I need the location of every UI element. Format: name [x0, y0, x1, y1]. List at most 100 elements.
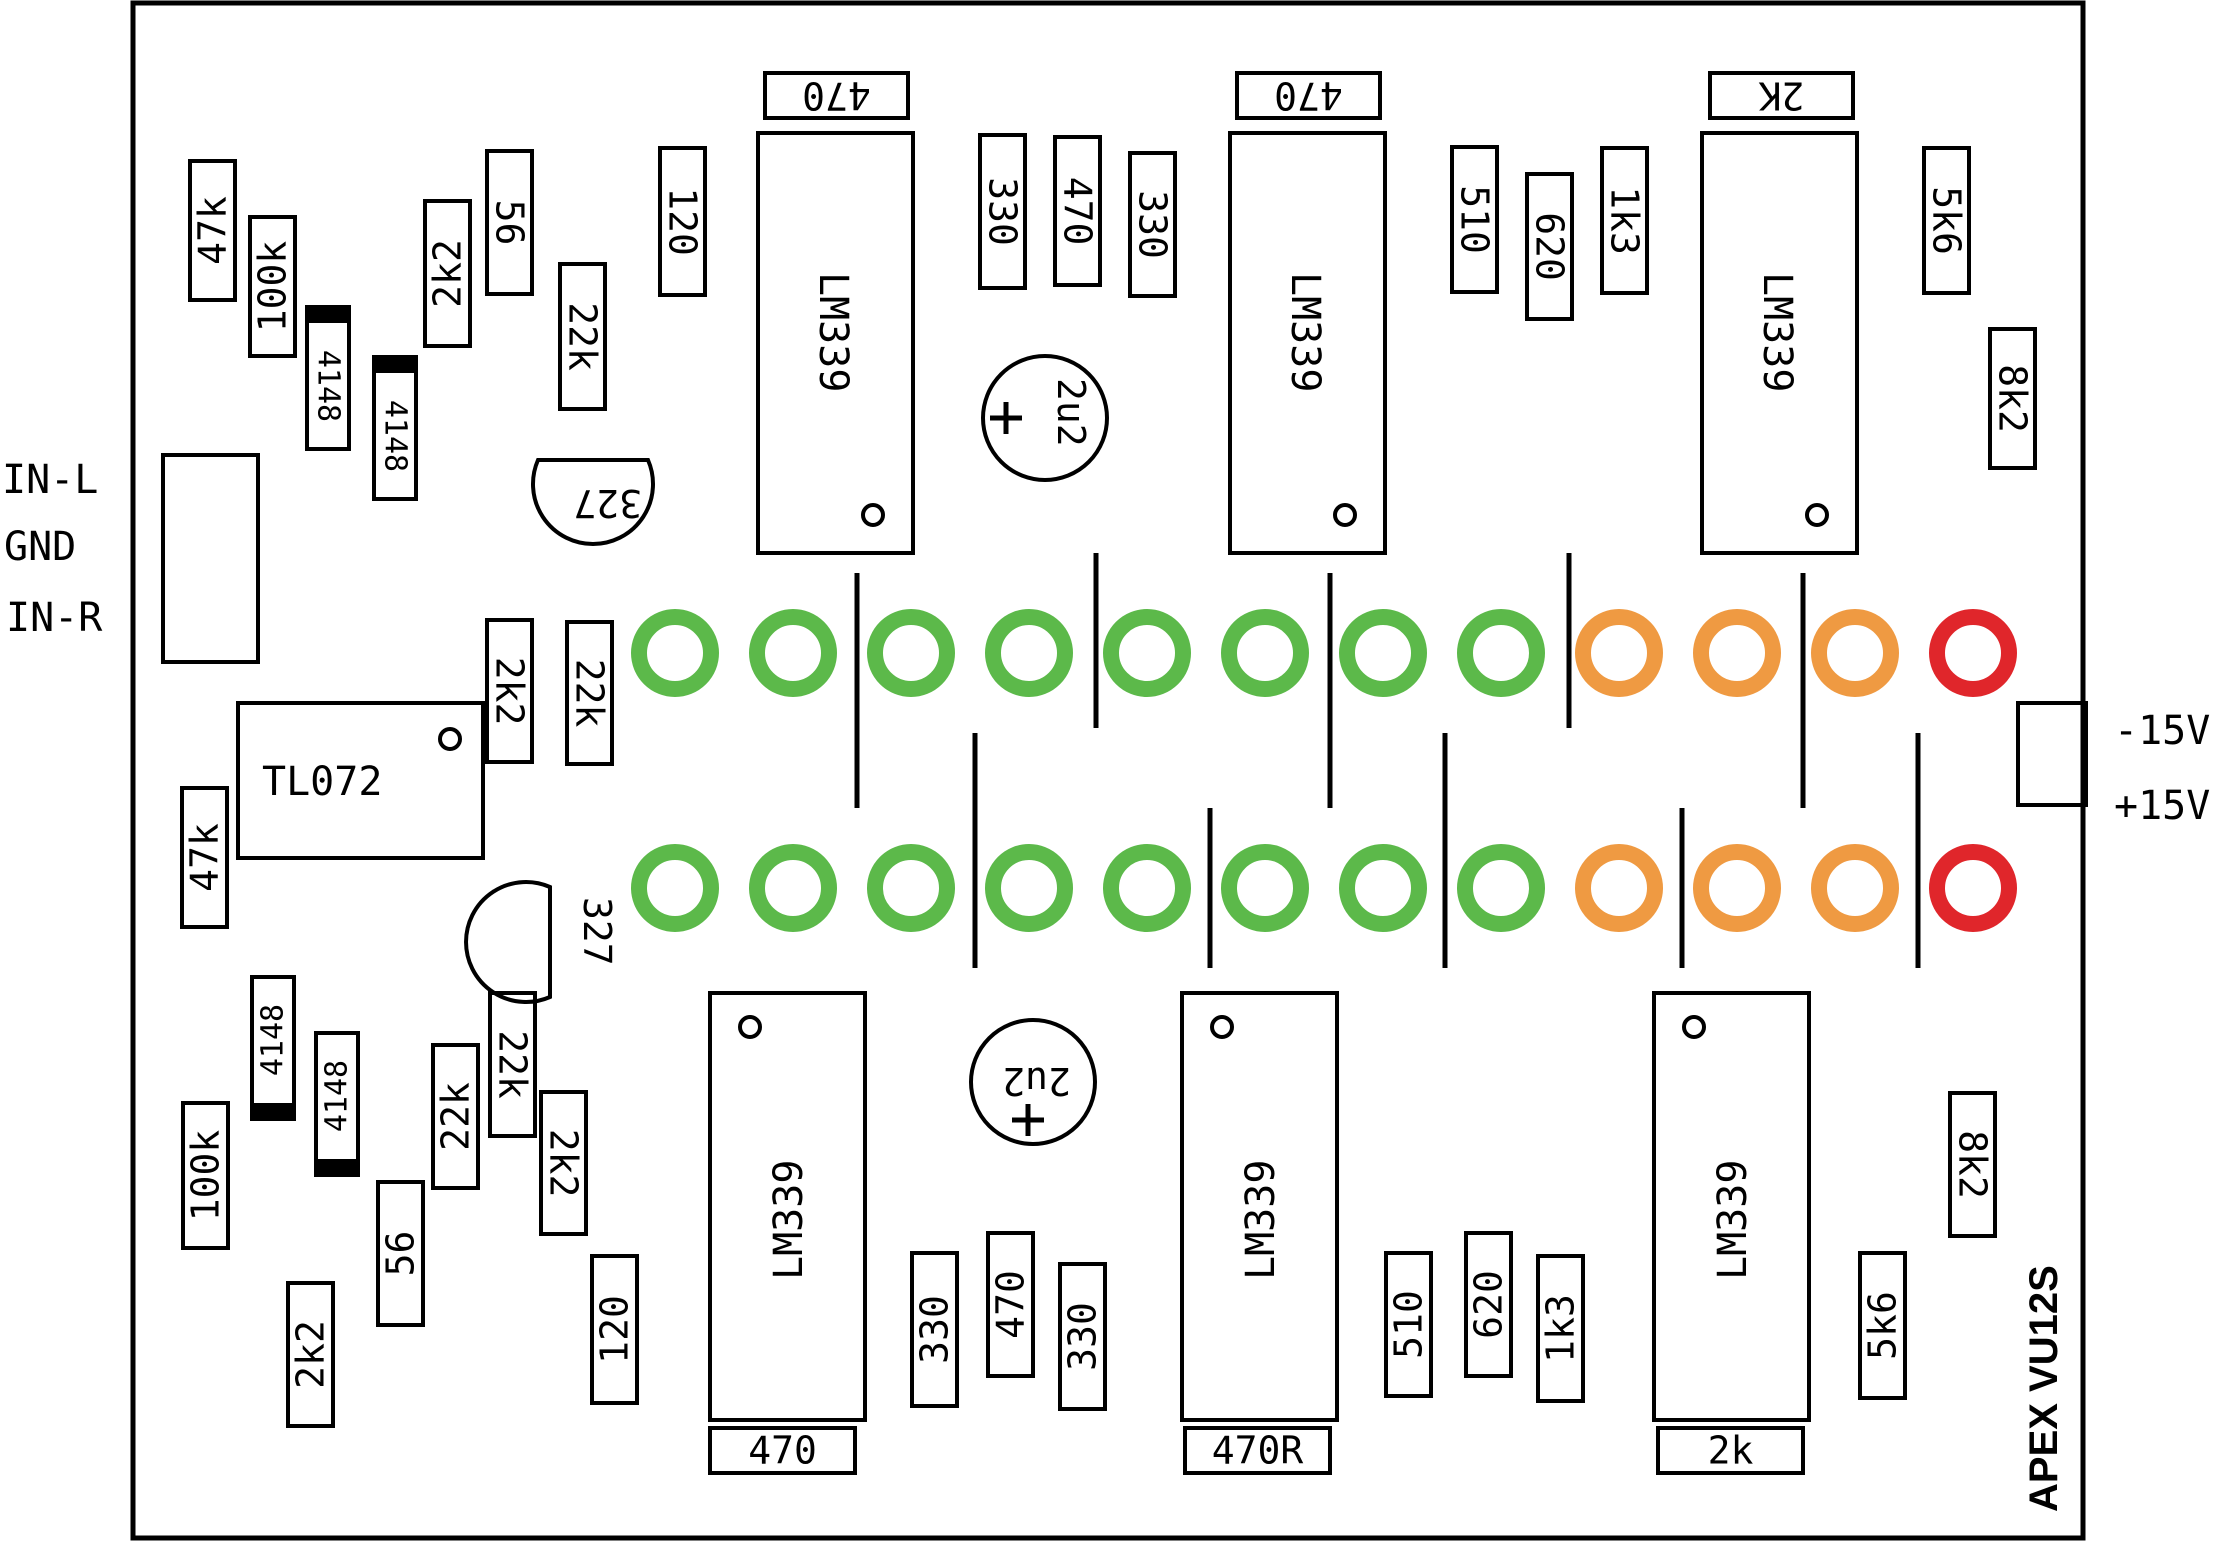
resistor: 56 — [376, 1180, 425, 1327]
resistor: 470R — [1183, 1426, 1332, 1475]
resistor: 22k — [488, 991, 537, 1138]
resistor-value: 8k2 — [1991, 364, 2035, 433]
led-orange — [1693, 844, 1781, 932]
resistor: 330 — [978, 133, 1027, 290]
led-orange — [1811, 609, 1899, 697]
resistor: 22k — [558, 262, 607, 411]
resistor-value: 2k2 — [426, 239, 470, 308]
led-orange — [1693, 609, 1781, 697]
resistor: 100k — [248, 215, 297, 358]
resistor-value: 330 — [1131, 190, 1175, 259]
diode: 4148 — [372, 355, 418, 501]
resistor-value: 22k — [434, 1082, 478, 1151]
capacitor-label: 2u2 — [1002, 1059, 1071, 1103]
label-gnd: GND — [4, 524, 76, 570]
resistor: 5k6 — [1858, 1251, 1907, 1400]
comparator-chip-bottom-1: LM339 — [708, 991, 867, 1422]
resistor-value: 330 — [1061, 1302, 1105, 1371]
led-green — [985, 609, 1073, 697]
resistor: 510 — [1450, 145, 1499, 294]
comparator-label: LM339 — [1710, 1160, 1756, 1280]
comparator-chip-top-1: LM339 — [756, 131, 915, 555]
led-green — [1103, 844, 1191, 932]
led-row-top — [631, 609, 2017, 697]
led-green — [1339, 609, 1427, 697]
comparator-chip-bottom-2: LM339 — [1180, 991, 1339, 1422]
resistor: 470 — [1235, 71, 1382, 120]
resistor: 510 — [1384, 1251, 1433, 1398]
input-connector — [161, 453, 260, 664]
capacitor-label: 2u2 — [1049, 378, 1093, 447]
resistor: 22k — [565, 620, 614, 766]
led-green — [631, 609, 719, 697]
resistor-value: 22k — [561, 302, 605, 371]
resistor: 47k — [188, 159, 237, 302]
resistor: 330 — [1128, 151, 1177, 298]
led-separators-top — [854, 553, 1806, 808]
diode: 4148 — [314, 1031, 360, 1177]
resistor: 100k — [181, 1101, 230, 1250]
led-separators-bottom — [972, 733, 1921, 968]
led-green — [867, 609, 955, 697]
resistor-value: 8k2 — [1951, 1130, 1995, 1199]
led-green — [985, 844, 1073, 932]
transistor-top: 327 — [531, 458, 655, 546]
resistor-value: 470 — [802, 74, 871, 118]
comparator-label: LM339 — [1282, 272, 1328, 392]
diode: 4148 — [250, 975, 296, 1121]
resistor-value: 120 — [661, 187, 705, 256]
resistor-value: 330 — [981, 177, 1025, 246]
diode-label: 4148 — [256, 1004, 291, 1076]
resistor: 470 — [708, 1426, 857, 1475]
resistor-value: 2k — [1708, 1429, 1754, 1473]
resistor: 8k2 — [1988, 327, 2037, 470]
resistor-value: 620 — [1467, 1270, 1511, 1339]
led-green — [1221, 609, 1309, 697]
resistor-value: 620 — [1528, 212, 1572, 281]
led-green — [1221, 844, 1309, 932]
resistor-value: 56 — [488, 200, 532, 246]
diode-label: 4148 — [320, 1060, 355, 1132]
resistor: 330 — [1058, 1262, 1107, 1411]
label-minus-15v: -15V — [2114, 708, 2210, 754]
resistor-value: 470 — [989, 1270, 1033, 1339]
resistor-value: 2K — [1759, 74, 1805, 118]
resistor-value: 470 — [748, 1429, 817, 1473]
comparator-label: LM339 — [766, 1160, 812, 1280]
resistor: 470 — [763, 71, 910, 120]
resistor: 120 — [658, 146, 707, 297]
resistor-value: 22k — [491, 1030, 535, 1099]
resistors: 470 470 2K 120 330 470 330 510 620 1k3 5k6 8k2 47k 10… — [180, 71, 2037, 1475]
resistor-value: 47k — [183, 823, 227, 892]
opamp-pin1-dot — [438, 727, 462, 751]
resistor: 470 — [1053, 135, 1102, 287]
resistor-value: 5k6 — [1925, 186, 1969, 255]
capacitor-top: 2u2 — [981, 354, 1109, 482]
led-orange — [1575, 609, 1663, 697]
resistor: 1k3 — [1600, 146, 1649, 295]
resistor-value: 2k2 — [488, 657, 532, 726]
comparator-chip-top-2: LM339 — [1228, 131, 1387, 555]
power-connector — [2016, 701, 2088, 807]
resistor-value: 47k — [191, 196, 235, 265]
resistor: 2k2 — [423, 199, 472, 348]
resistor: 5k6 — [1922, 146, 1971, 295]
led-green — [631, 844, 719, 932]
resistor: 47k — [180, 786, 229, 929]
resistor-value: 1k3 — [1603, 186, 1647, 255]
opamp-chip — [236, 701, 485, 860]
transistor-label: 327 — [575, 897, 619, 966]
led-green — [1457, 609, 1545, 697]
led-orange — [1811, 844, 1899, 932]
resistor: 8k2 — [1948, 1091, 1997, 1238]
resistor-value: 470 — [1056, 177, 1100, 246]
label-plus-15v: +15V — [2114, 783, 2210, 829]
led-green — [1103, 609, 1191, 697]
led-red — [1929, 609, 2017, 697]
led-red — [1929, 844, 2017, 932]
resistor-value: 2k2 — [542, 1129, 586, 1198]
resistor: 120 — [590, 1254, 639, 1405]
led-green — [749, 844, 837, 932]
